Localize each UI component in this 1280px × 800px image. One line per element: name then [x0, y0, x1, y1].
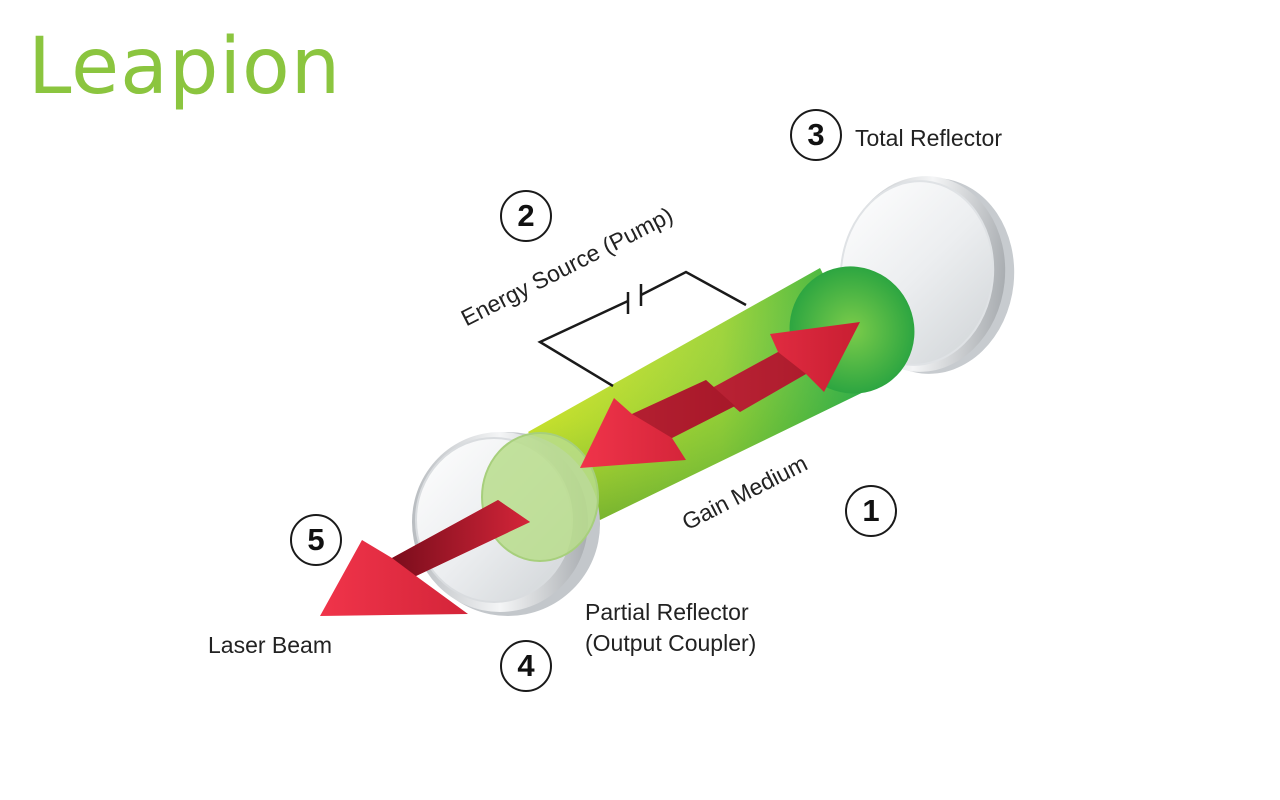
marker-5: 5: [290, 514, 342, 566]
label-laser-beam: Laser Beam: [208, 632, 333, 658]
laser-beam-arrow: [320, 500, 530, 616]
marker-3: 3: [790, 109, 842, 161]
leapion-logo: Leapion: [28, 22, 342, 112]
internal-beam-arrow: [580, 322, 860, 468]
marker-4: 4: [500, 640, 552, 692]
label-total-reflector: Total Reflector: [855, 125, 1003, 151]
marker-1: 1: [845, 485, 897, 537]
label-partial-reflector: Partial Reflector: [585, 599, 749, 625]
energy-source-circuit: [537, 270, 747, 388]
label-output-coupler: (Output Coupler): [585, 630, 757, 656]
marker-2: 2: [500, 190, 552, 242]
